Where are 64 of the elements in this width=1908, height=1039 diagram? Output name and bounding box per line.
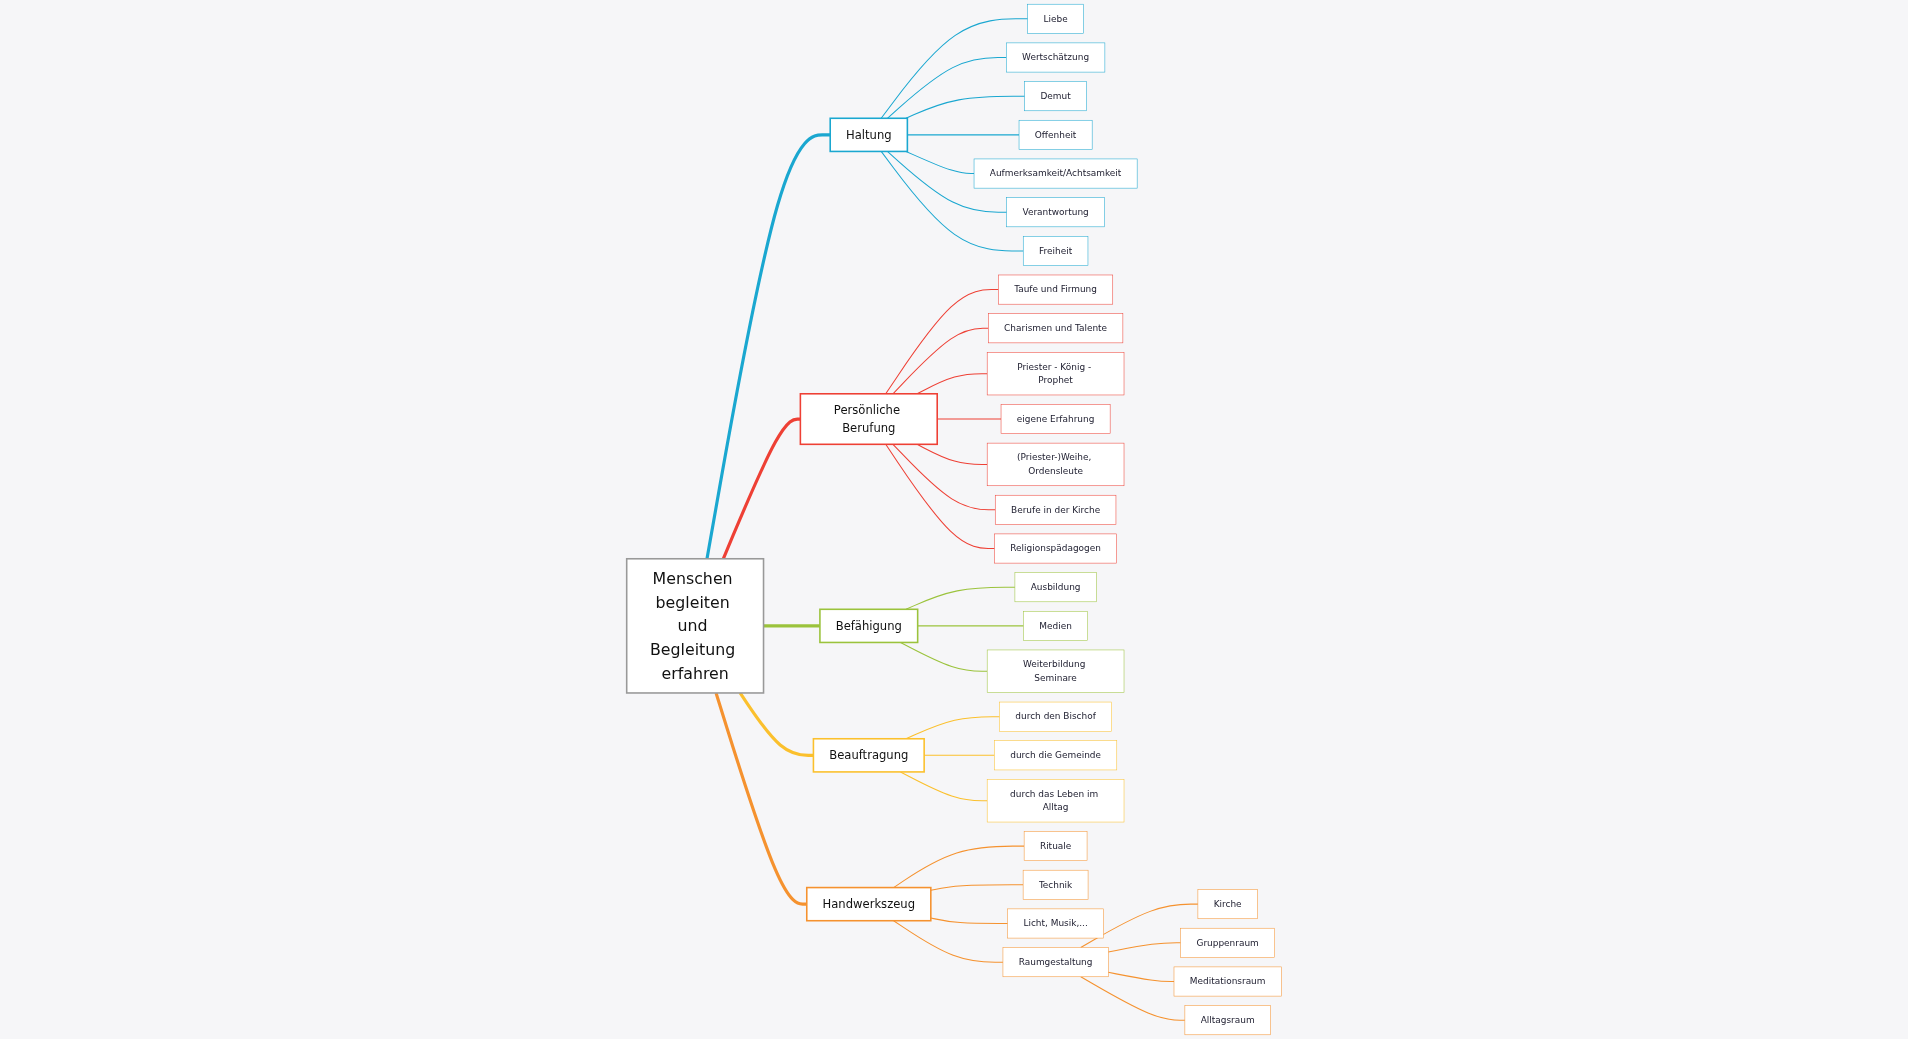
node-box: eigene Erfahrung (1000, 404, 1111, 434)
connector (893, 920, 1004, 963)
node-box: Offenheit (1018, 120, 1093, 150)
connector (1080, 903, 1199, 949)
connector (892, 327, 989, 395)
node-box: Befähigung (819, 608, 919, 644)
connector (763, 624, 820, 628)
connector (1107, 942, 1182, 953)
node-box: durch den Bischof (999, 701, 1112, 732)
node-box: Demut (1024, 81, 1087, 112)
connector (916, 373, 988, 395)
connector (886, 56, 1007, 119)
node-box: Alltagsraum (1184, 1005, 1271, 1036)
node-box: Religionspädagogen (994, 533, 1117, 564)
connector (930, 884, 1024, 891)
connector (1107, 971, 1175, 983)
node-box: durch das Leben im Alltag (986, 779, 1125, 823)
node-box: Rituale (1023, 831, 1088, 861)
node-box: Gruppenraum (1180, 927, 1275, 958)
connector (880, 150, 1024, 252)
connector (917, 625, 1025, 627)
connector (738, 692, 814, 757)
connector (886, 150, 1008, 213)
connector (905, 150, 975, 175)
connector (916, 443, 988, 465)
node-box: Haltung (829, 117, 909, 153)
node-box: Aufmerksamkeit/Achtsamkeit (973, 158, 1138, 189)
node-box: Weiterbildung Seminare (986, 649, 1125, 693)
connector (880, 18, 1029, 119)
node-box: Berufe in der Kirche (995, 494, 1117, 525)
node-box: Taufe und Firmung (998, 274, 1114, 305)
node-box: Charismen und Talente (988, 313, 1124, 344)
node-box: Verantwortung (1006, 197, 1105, 228)
connector (885, 289, 999, 395)
connector (930, 917, 1009, 924)
node-box: Licht, Musik,... (1007, 908, 1104, 939)
node-box: Menschen begleiten und Begleitung erfahren (625, 558, 765, 694)
connector (1080, 976, 1186, 1021)
connector (721, 417, 801, 560)
node-box: Handwerkszeug (806, 886, 932, 922)
connector (899, 771, 988, 802)
connector (899, 641, 988, 672)
node-box: Liebe (1027, 3, 1084, 34)
connector (905, 95, 1026, 119)
connector (893, 845, 1025, 889)
connector (905, 586, 1016, 610)
node-box: Beauftragung (812, 737, 925, 773)
connector (885, 443, 996, 550)
node-box: Meditationsraum (1173, 966, 1282, 997)
node-box: (Priester-)Weihe, Ordensleute (986, 442, 1125, 486)
node-box: Medien (1023, 611, 1088, 641)
node-box: durch die Gemeinde (994, 740, 1118, 771)
node-box: Technik (1022, 869, 1089, 900)
connector (705, 133, 831, 560)
node-box: Ausbildung (1014, 572, 1097, 603)
connector (714, 692, 807, 906)
node-box: Wertschätzung (1006, 42, 1106, 73)
connector (892, 443, 996, 511)
node-box: Freiheit (1022, 236, 1089, 266)
node-box: Raumgestaltung (1002, 947, 1109, 978)
connector (905, 716, 1001, 740)
node-box: Kirche (1197, 889, 1258, 919)
node-box: Priester - König - Prophet (986, 352, 1125, 396)
node-box: Persönliche Berufung (799, 393, 938, 446)
